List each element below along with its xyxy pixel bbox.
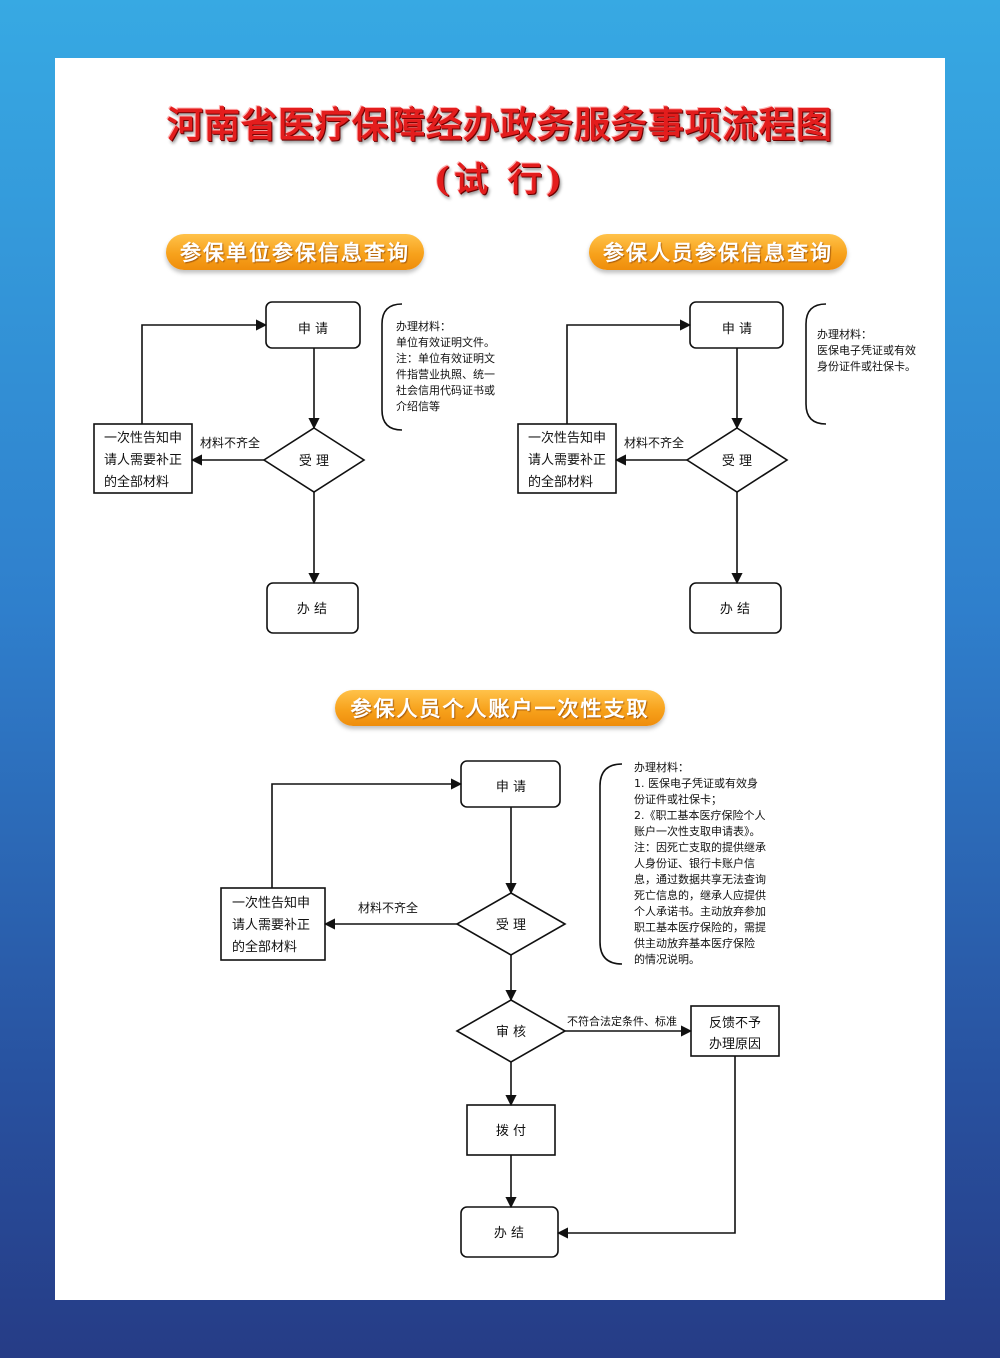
node-pay <box>466 1104 556 1156</box>
node-pay-label: 拨 付 <box>496 1124 526 1139</box>
materials-line: 注：因死亡支取的提供继承 <box>634 840 766 854</box>
materials-note: 办理材料： 1. 医保电子凭证或有效身 份证件或社保卡； 2.《职工基本医疗保险… <box>634 760 766 966</box>
edge-incomplete-label: 材料不齐全 <box>200 435 260 450</box>
node-notify-line3: 的全部材料 <box>528 474 593 490</box>
flow-unit-query <box>93 301 403 634</box>
materials-line: 人身份证、银行卡账户信 <box>634 856 755 870</box>
materials-line: 2.《职工基本医疗保险个人 <box>634 808 766 822</box>
node-accept-label: 受 理 <box>722 454 752 469</box>
materials-line: 件指营业执照、统一 <box>396 367 495 381</box>
materials-line: 份证件或社保卡； <box>634 792 722 806</box>
materials-note: 办理材料： 单位有效证明文件。 注：单位有效证明文 件指营业执照、统一 社会信用… <box>396 319 495 413</box>
flow-person-query <box>517 301 827 634</box>
materials-line: 单位有效证明文件。 <box>396 335 495 349</box>
materials-bracket <box>805 303 827 425</box>
node-complete-label: 办 结 <box>494 1226 524 1241</box>
materials-line: 社会信用代码证书或 <box>396 383 495 397</box>
materials-line: 个人承诺书。主动放弃参加 <box>634 904 766 918</box>
node-feedback-line1: 反馈不予 <box>709 1016 761 1031</box>
node-apply-label: 申 请 <box>722 322 752 337</box>
node-notify-line2: 请人需要补正 <box>104 453 182 468</box>
node-notify-line3: 的全部材料 <box>104 474 169 490</box>
flow-account-withdrawal <box>220 760 780 1258</box>
edge-notify-apply <box>566 319 692 424</box>
section-heading-account-withdrawal: 参保人员个人账户一次性支取 <box>335 690 665 726</box>
materials-line: 办理材料： <box>634 760 689 774</box>
page-title: 河南省医疗保障经办政务服务事项流程图 <box>166 104 833 146</box>
materials-bracket <box>381 303 403 431</box>
section-heading-unit-query: 参保单位参保信息查询 <box>166 234 424 270</box>
node-apply-label: 申 请 <box>298 322 328 337</box>
materials-line: 办理材料： <box>817 327 872 341</box>
node-feedback-line2: 办理原因 <box>709 1037 761 1052</box>
node-notify-line2: 请人需要补正 <box>528 453 606 468</box>
materials-line: 职工基本医疗保险的，需提 <box>634 920 766 934</box>
edge-reject-label: 不符合法定条件、标准 <box>567 1014 677 1028</box>
node-notify-line1: 一次性告知申 <box>528 430 606 446</box>
node-notify-line1: 一次性告知申 <box>232 895 310 911</box>
node-feedback <box>690 1005 780 1057</box>
materials-line: 注：单位有效证明文 <box>396 351 495 365</box>
section-heading-person-query: 参保人员参保信息查询 <box>589 234 847 270</box>
materials-line: 身份证件或社保卡。 <box>817 359 916 373</box>
edge-notify-apply <box>271 778 463 888</box>
page-subtitle: (试 行) <box>433 160 566 200</box>
node-apply-label: 申 请 <box>496 780 526 795</box>
node-notify <box>220 887 326 961</box>
edge-notify-apply <box>141 319 268 424</box>
materials-line: 介绍信等 <box>396 399 440 413</box>
materials-line: 1. 医保电子凭证或有效身 <box>634 776 758 790</box>
node-complete-label: 办 结 <box>720 602 750 617</box>
edge-feedback-complete <box>556 1056 736 1239</box>
materials-line: 供主动放弃基本医疗保险 <box>634 936 755 950</box>
materials-note: 办理材料： 医保电子凭证或有效 身份证件或社保卡。 <box>817 327 916 373</box>
materials-line: 的情况说明。 <box>634 952 700 966</box>
node-notify <box>93 423 193 494</box>
node-accept-label: 受 理 <box>299 454 329 469</box>
materials-line: 账户一次性支取申请表》。 <box>634 824 761 838</box>
materials-line: 死亡信息的，继承人应提供 <box>634 888 766 902</box>
node-notify-line2: 请人需要补正 <box>232 918 310 933</box>
node-accept-label: 受 理 <box>496 918 526 933</box>
edge-incomplete-label: 材料不齐全 <box>624 435 684 450</box>
materials-line: 医保电子凭证或有效 <box>817 343 916 357</box>
node-complete-label: 办 结 <box>297 602 327 617</box>
node-notify-line1: 一次性告知申 <box>104 430 182 446</box>
materials-line: 息，通过数据共享无法查询 <box>634 872 766 886</box>
node-review-label: 审 核 <box>496 1025 526 1040</box>
materials-line: 办理材料： <box>396 319 451 333</box>
node-notify-line3: 的全部材料 <box>232 939 297 955</box>
edge-incomplete-label: 材料不齐全 <box>358 900 418 915</box>
materials-bracket <box>599 763 623 965</box>
